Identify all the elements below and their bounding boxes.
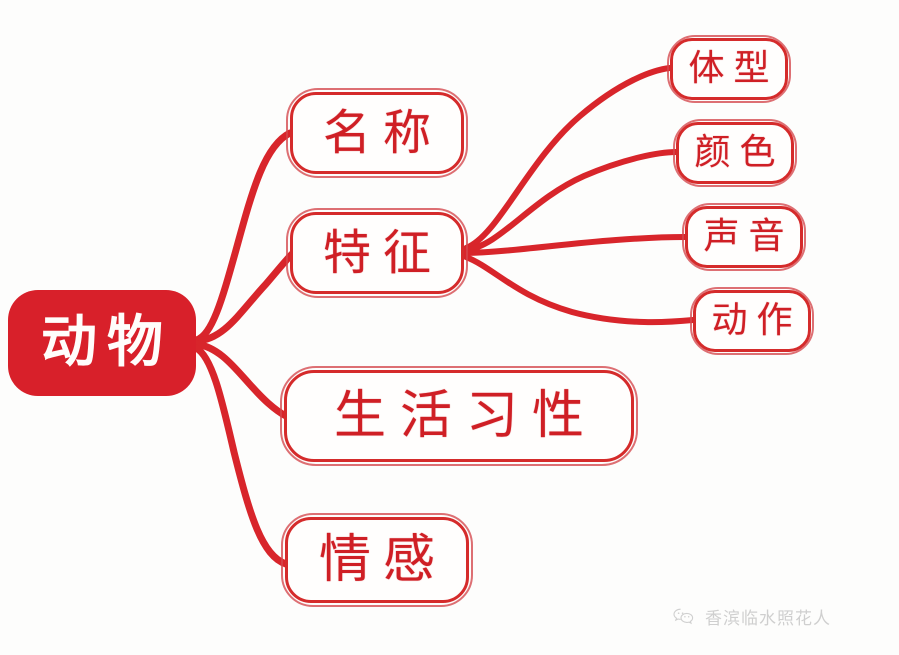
node-label-body-size: 体型 xyxy=(688,48,779,89)
edge-feature-to-sound xyxy=(463,234,688,256)
wechat-icon xyxy=(673,608,694,624)
edge-root-to-name xyxy=(192,129,294,344)
edge-feature-to-motion xyxy=(463,254,696,326)
edge-root-to-feature xyxy=(192,250,296,345)
node-label-root: 动物 xyxy=(41,310,173,375)
node-label-living-habits: 生活习性 xyxy=(333,386,598,446)
node-label-emotion: 情感 xyxy=(318,530,447,590)
node-label-name: 名称 xyxy=(322,105,443,161)
mindmap-node-body-size[interactable]: 体型 xyxy=(667,35,791,103)
edge-root-to-emotion xyxy=(192,344,290,568)
watermark: 香滨临水照花人 xyxy=(672,604,831,629)
edge-feature-to-size xyxy=(463,65,673,251)
node-label-color: 颜色 xyxy=(694,132,785,173)
mindmap-node-color[interactable]: 颜色 xyxy=(673,119,797,187)
watermark-text: 香滨临水照花人 xyxy=(705,609,831,629)
node-label-sound: 声音 xyxy=(703,216,794,257)
node-label-feature: 特征 xyxy=(322,225,443,281)
mindmap-node-motion[interactable]: 动作 xyxy=(690,287,814,355)
mindmap-node-living-habits[interactable]: 生活习性 xyxy=(280,366,638,466)
mindmap-node-feature[interactable]: 特征 xyxy=(286,208,468,298)
edge-feature-to-color xyxy=(463,149,679,253)
mindmap-node-sound[interactable]: 声音 xyxy=(682,203,806,271)
mindmap-node-emotion[interactable]: 情感 xyxy=(281,513,473,607)
mindmap-node-root[interactable]: 动物 xyxy=(8,290,196,396)
edge-root-to-habits xyxy=(192,340,290,420)
mindmap-node-name[interactable]: 名称 xyxy=(286,88,468,178)
node-label-motion: 动作 xyxy=(711,300,802,341)
